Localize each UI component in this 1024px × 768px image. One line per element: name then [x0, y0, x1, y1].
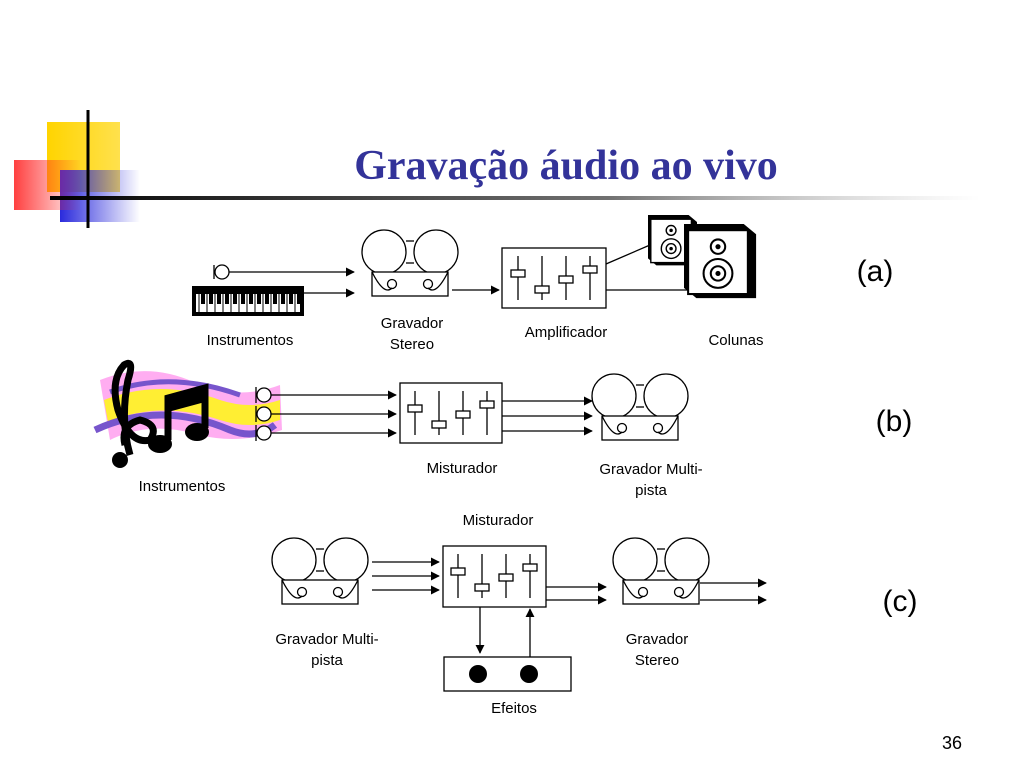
label-instruments-a: Instrumentos [207, 332, 294, 349]
stereo-recorder-icon [361, 229, 459, 297]
label-speakers: Colunas [708, 332, 763, 349]
keyboard-black-key [233, 294, 237, 304]
keyboard-black-key [249, 294, 253, 304]
label-dest-c-line2: Stereo [635, 652, 679, 669]
keyboard-black-key [225, 294, 229, 304]
keyboard-black-key [241, 294, 245, 304]
label-instruments-b: Instrumentos [139, 478, 226, 495]
label-mixer-b: Misturador [427, 460, 498, 477]
multitrack-recorder-c-icon [271, 537, 369, 605]
label-mixer-c: Misturador [463, 512, 534, 529]
label-effects: Efeitos [491, 700, 537, 717]
deco-red-square [14, 160, 80, 210]
title-underline-rule [50, 196, 980, 200]
speaker-large-icon [682, 222, 758, 300]
input-jacks [255, 386, 272, 442]
connector-a5 [605, 244, 651, 265]
label-source-c-line1: Gravador Multi- [275, 631, 378, 648]
effects-box [443, 656, 572, 692]
stereo-recorder-c-icon [612, 537, 710, 605]
keyboard-black-key [297, 294, 301, 304]
label-recorder-b-line2: pista [635, 482, 667, 499]
keyboard-black-key [289, 294, 293, 304]
effects-knob-right [520, 665, 538, 683]
mixer-c-box [442, 545, 547, 608]
tag-a: (a) [857, 255, 894, 288]
keyboard-black-key [273, 294, 277, 304]
tag-b: (b) [876, 405, 913, 438]
keyboard-icon [192, 286, 304, 316]
label-recorder-b-line1: Gravador Multi- [599, 461, 702, 478]
diagram-c: Misturador Gravador Multi- pista Gravado… [271, 512, 918, 717]
corner-decoration [14, 110, 980, 228]
label-recorder-a-line1: Gravador [381, 315, 444, 332]
music-notes-icon [93, 359, 282, 468]
keyboard-black-key [209, 294, 213, 304]
slide-title: Gravação áudio ao vivo [354, 143, 778, 189]
keyboard-black-key [217, 294, 221, 304]
mixer-b-box [399, 382, 503, 444]
multitrack-recorder-b-icon [591, 373, 689, 441]
keyboard-black-key [201, 294, 205, 304]
label-amplifier: Amplificador [525, 324, 608, 341]
page-number: 36 [942, 733, 962, 753]
keyboard-black-key [281, 294, 285, 304]
diagram-a: Instrumentos Gravador Stereo Amplificado… [192, 214, 894, 353]
effects-knob-left [469, 665, 487, 683]
label-dest-c-line1: Gravador [626, 631, 689, 648]
microphone-icon [213, 264, 230, 280]
keyboard-black-key [265, 294, 269, 304]
keyboard-black-key [257, 294, 261, 304]
amplifier-box [501, 247, 607, 309]
label-recorder-a-line2: Stereo [390, 336, 434, 353]
label-source-c-line2: pista [311, 652, 343, 669]
diagram-b: Instrumentos Misturador Gravador Multi- … [93, 359, 913, 499]
tag-c: (c) [883, 585, 918, 618]
